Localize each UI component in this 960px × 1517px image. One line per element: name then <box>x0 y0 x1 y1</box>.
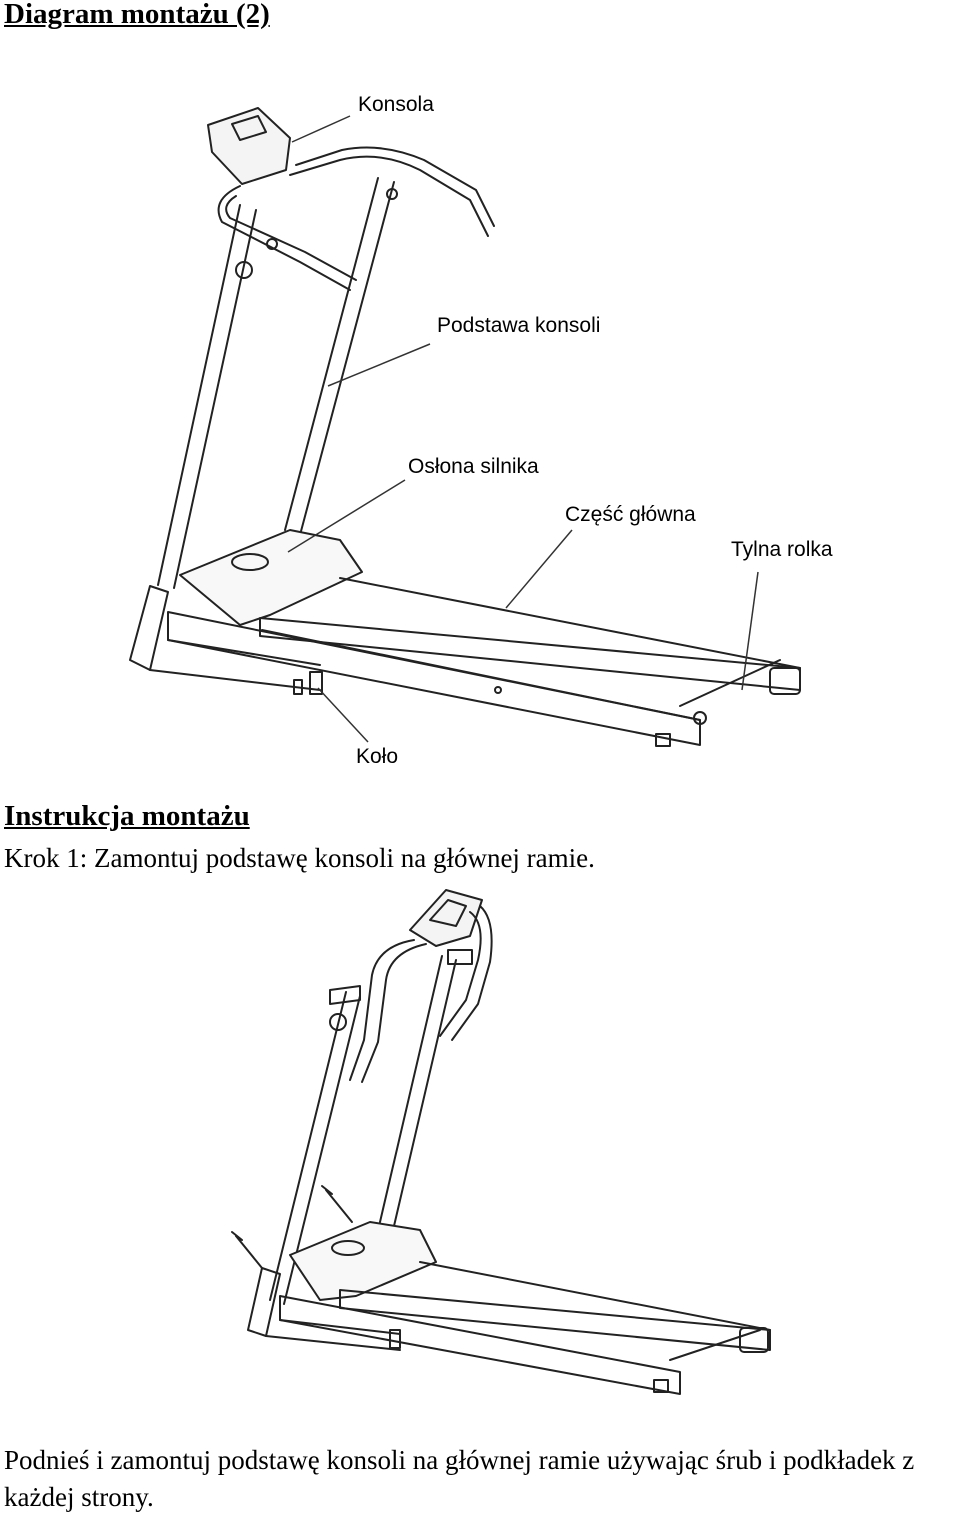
right-bolt <box>321 1185 353 1223</box>
wheel-leader <box>317 687 369 743</box>
wheel-label: Koło <box>356 745 399 768</box>
left-bolt <box>231 1231 263 1269</box>
console-leader <box>291 115 351 143</box>
left-upright <box>157 204 257 589</box>
step1-deck <box>279 1295 681 1395</box>
motor-cover-label: Osłona silnika <box>408 455 539 478</box>
handlebar-shape <box>217 155 489 291</box>
step1-motor-cover <box>289 1221 437 1301</box>
rear-roller-leader <box>741 571 759 691</box>
console-base-label: Podstawa konsoli <box>437 314 601 337</box>
step1-left-upright <box>269 991 361 1305</box>
console-shape <box>207 107 291 185</box>
console-label: Konsola <box>358 93 434 116</box>
step1-right-upright <box>379 955 457 1227</box>
wheel-shape <box>309 671 323 695</box>
main-part-label: Część główna <box>565 503 696 526</box>
step1-text: Krok 1: Zamontuj podstawę konsoli na głó… <box>4 843 595 873</box>
page-title: Diagram montażu (2) <box>4 0 270 30</box>
motor-cover-leader <box>287 479 406 553</box>
right-upright <box>284 177 395 536</box>
main-part-leader <box>505 529 573 609</box>
treadmill-parts-diagram <box>129 107 801 747</box>
step1-handlebar-left <box>349 939 427 1083</box>
motor-cover-shape <box>179 529 363 626</box>
rear-roller-label: Tylna rolka <box>731 538 833 561</box>
rear-roller-shape <box>769 667 801 695</box>
console-base-leader <box>327 343 431 387</box>
instructions-heading: Instrukcja montażu <box>4 800 250 832</box>
step1-console-shape <box>409 889 483 947</box>
step1-caption: Podnieś i zamontuj podstawę konsoli na g… <box>4 1445 915 1512</box>
step1-handlebar-right <box>439 905 493 1041</box>
